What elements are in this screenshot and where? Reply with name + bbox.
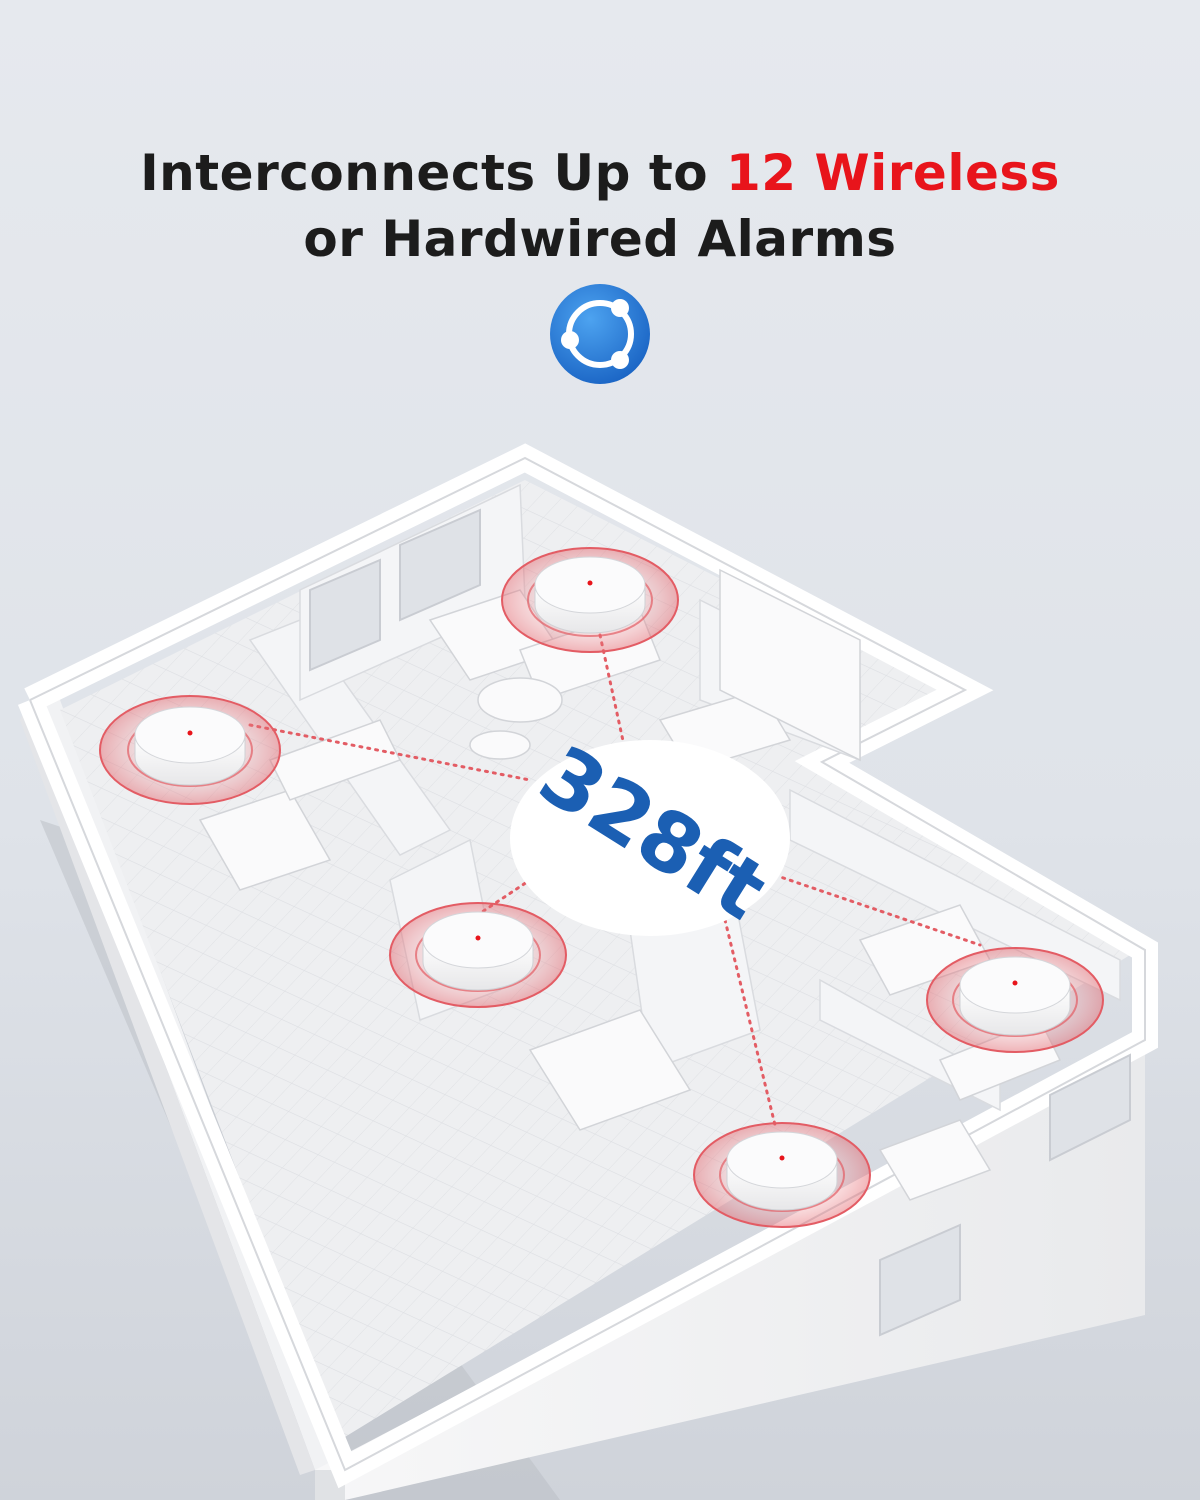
- headline-line-1: Interconnects Up to 12 Wireless: [0, 140, 1200, 206]
- network-share-icon: [550, 284, 650, 384]
- headline: Interconnects Up to 12 Wireless or Hardw…: [0, 140, 1200, 272]
- alarm-bottom-room: [693, 1122, 871, 1228]
- headline-accent: 12 Wireless: [726, 144, 1060, 202]
- alarm-hallway: [389, 902, 567, 1008]
- alarm-left-room: [99, 695, 281, 805]
- alarm-right-room: [926, 947, 1104, 1053]
- headline-line-2: or Hardwired Alarms: [303, 210, 897, 268]
- alarm-living-room: [501, 547, 679, 653]
- headline-part-1: Interconnects Up to: [140, 144, 726, 202]
